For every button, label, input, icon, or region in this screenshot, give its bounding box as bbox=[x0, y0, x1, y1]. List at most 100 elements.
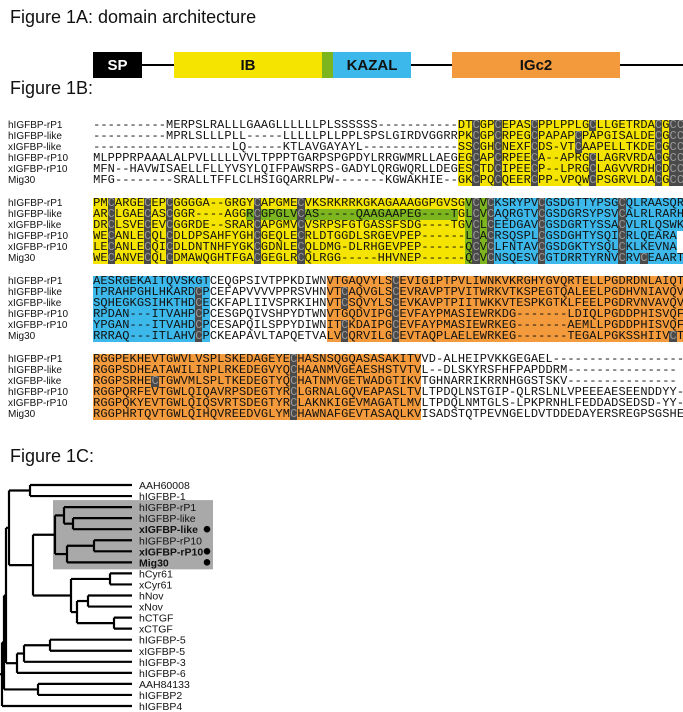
tree-leaf-label: hIGFBP-like bbox=[139, 513, 196, 525]
tree-leaf-label: xCyr61 bbox=[139, 579, 172, 591]
tree-leaf-label: hIGFBP4 bbox=[139, 701, 182, 712]
sequence-name: xIGFBP-like bbox=[8, 220, 62, 231]
sequence-name: xIGFBP-rP10 bbox=[8, 320, 68, 331]
sequence-name: hIGFBP-rP1 bbox=[8, 198, 63, 209]
alignment-block: hIGFBP-rP1 PMCARGECEPCGGGGA--GRGYCAPGMECV… bbox=[0, 196, 683, 265]
sequence-text: MLPPPRPAAALALPVLLLLLVVLTPPPTGARPSPGPDYLR… bbox=[93, 151, 683, 165]
sequence-name: xIGFBP-like bbox=[8, 376, 62, 387]
sequence-name: hIGFBP-like bbox=[8, 209, 62, 220]
marker-dot-icon bbox=[203, 525, 211, 533]
linker-line bbox=[142, 64, 174, 66]
domain-igc2: IGc2 bbox=[452, 52, 620, 78]
sequence-text: RGGPQKYEVTGWLQIQSVRTSDEGTYRCLAKNKIGEVMAG… bbox=[93, 396, 683, 410]
sequence-text: ----------MPRLSLLLPLL-----LLLLLPLLPPLSPS… bbox=[93, 129, 683, 143]
sequence-text: RGGPQRFEVTGWLQIQAVRPSDEGTYRCLGRNALGQVEAP… bbox=[93, 385, 683, 399]
sequence-name: Mig30 bbox=[8, 331, 36, 342]
sequence-name: Mig30 bbox=[8, 253, 36, 264]
tree-leaf-label: hIGFBP-6 bbox=[139, 668, 186, 680]
alignment-row: hIGFBP-rP1 ----------MERPSLRALLLGAAGLLLLL… bbox=[0, 118, 683, 132]
tree-leaf-label: hIGFBP-1 bbox=[139, 491, 186, 503]
alignment-row: hIGFBP-like ARCLGAECASCGGR----AGGRCGPGLVC… bbox=[0, 207, 683, 221]
sequence-name: Mig30 bbox=[8, 175, 36, 186]
domain-sp: SP bbox=[93, 52, 142, 78]
sequence-name: hIGFBP-like bbox=[8, 131, 62, 142]
tree-leaf-label: hNov bbox=[139, 591, 164, 603]
alignment-row: Mig30 RGGPHRTQVTGWLQIHQVREEDVGLYMCHAWNAFG… bbox=[0, 407, 683, 421]
sequence-name: hIGFBP-rP1 bbox=[8, 276, 63, 287]
alignment-row: xIGFBP-like-------------------LQ-----KTL… bbox=[0, 140, 683, 154]
alignment-row: xIGFBP-rP10 RGGPQKYEVTGWLQIQSVRTSDEGTYRCL… bbox=[0, 396, 683, 410]
sequence-name: xIGFBP-rP10 bbox=[8, 164, 68, 175]
sequence-text: LECANLECQICDLDNTNHFYGKCGDNLECQLDMG-DLRHG… bbox=[93, 240, 677, 254]
linker-line bbox=[620, 64, 683, 66]
alignment-row: xIGFBP-like RGGPSRHECTGWVMLSPLTKEDEGTYQCH… bbox=[0, 374, 683, 388]
alignment-row: hIGFBP-rP10 RPDAN---ITVAHPCPCESGPQIVSHPYD… bbox=[0, 307, 683, 321]
tree-leaf-label: AAH84133 bbox=[139, 679, 190, 691]
sequence-name: hIGFBP-rP1 bbox=[8, 120, 63, 131]
sequence-name: hIGFBP-like bbox=[8, 365, 62, 376]
figure-1a-title: Figure 1A: domain architecture bbox=[10, 7, 257, 27]
tree-leaf-label: hCyr61 bbox=[139, 568, 173, 580]
alignment-row: Mig30 RRRAQ---ITLAHVCPCKEAPAVLTAPQETVALVC… bbox=[0, 329, 683, 343]
sequence-name: hIGFBP-like bbox=[8, 287, 62, 298]
figure-1c-title: Figure 1C: bbox=[10, 446, 95, 466]
sequence-name: hIGFBP-rP1 bbox=[8, 354, 63, 365]
sequence-name: hIGFBP-rP10 bbox=[8, 309, 69, 320]
sequence-text: TPRAHPGHLHKARDCPCEFAPVVVVPPRSVHNVTCAQVGL… bbox=[93, 285, 683, 299]
alignment-row: Mig30 MFG--------SRALLTFFLCLHSIGQARRLPW--… bbox=[0, 173, 683, 187]
sequence-text: -------------------LQ-----KTLAVGAYAYL---… bbox=[93, 140, 683, 154]
sequence-name: xIGFBP-rP10 bbox=[8, 242, 68, 253]
sequence-text: ARCLGAECASCGGR----AGGRCGPGLVCAS-----QAAG… bbox=[93, 207, 683, 221]
sequence-text: ----------MERPSLRALLLGAAGLLLLLLPLSSSSSS-… bbox=[93, 118, 683, 132]
sequence-name: hIGFBP-rP10 bbox=[8, 153, 69, 164]
tree-leaf-label: hIGFBP2 bbox=[139, 690, 182, 702]
sequence-text: RGGPEKHEVTGWVLVSPLSKEDAGEYECHASNSQGQASAS… bbox=[93, 352, 683, 366]
alignment-block: hIGFBP-rP1 ----------MERPSLRALLLGAAGLLLLL… bbox=[0, 118, 683, 187]
sequence-text: PMCARGECEPCGGGGA--GRGYCAPGMECVKSRKRRKGKA… bbox=[93, 196, 683, 210]
sequence-text: DRCLSVECEVCGGRDE--SRARCAPGMVCVSRPSFGTGAS… bbox=[93, 218, 683, 232]
tree-leaf-label: xNov bbox=[139, 602, 164, 614]
alignment-row: hIGFBP-rP1 RGGPEKHEVTGWVLVSPLSKEDAGEYECHA… bbox=[0, 352, 683, 366]
marker-dot-icon bbox=[203, 548, 211, 555]
domain-linker-green bbox=[322, 52, 333, 78]
figure-1b-title: Figure 1B: bbox=[10, 78, 94, 98]
sequence-text: RPDAN---ITVAHPCPCESGPQIVSHPYDTWNVTGQDVIP… bbox=[93, 307, 683, 321]
domain-kazal: KAZAL bbox=[333, 52, 411, 78]
marker-dot-icon bbox=[203, 559, 211, 566]
alignment-row: hIGFBP-like TPRAHPGHLHKARDCPCEFAPVVVVPPRS… bbox=[0, 285, 683, 299]
sequence-name: xIGFBP-like bbox=[8, 298, 62, 309]
sequence-text: RGGPHRTQVTGWLQIHQVREEDVGLYMCHAWNAFGEVTAS… bbox=[93, 407, 683, 421]
tree-leaf-label: xIGFBP-like bbox=[139, 524, 198, 536]
tree-leaf-label: xIGFBP-rP10 bbox=[139, 546, 203, 558]
alignment-row: hIGFBP-like ----------MPRLSLLLPLL-----LLL… bbox=[0, 129, 683, 143]
alignment-row: hIGFBP-rP10 MLPPPRPAAALALPVLLLLLVVLTPPPTG… bbox=[0, 151, 683, 165]
sequence-text: SQHEGKGSIHKTHDCECKFAPLIIVSPRKIHNVTCSQVYL… bbox=[93, 296, 683, 310]
linker-line bbox=[411, 64, 452, 66]
sequence-text: WECANLECQLCDLDPSAHFYGHCGEQLECRLDTGGDLSRG… bbox=[93, 229, 677, 243]
sequence-name: Mig30 bbox=[8, 409, 36, 420]
alignment-row: hIGFBP-rP1 AESRGEKAITQVSKGTCEQGPSIVTPPKDI… bbox=[0, 274, 683, 288]
alignment-row: Mig30 WECANVECQLCDMAWQGHTFGACGEGLRCQLRGG-… bbox=[0, 251, 683, 265]
tree-leaf-label: Mig30 bbox=[139, 557, 169, 569]
tree-leaf-label: hIGFBP-3 bbox=[139, 657, 186, 669]
sequence-text: MFG--------SRALLTFFLCLHSIGQARRLPW-------… bbox=[93, 173, 683, 187]
domain-ib: IB bbox=[174, 52, 322, 78]
sequence-text: AESRGEKAITQVSKGTCEQGPSIVTPPKDIWNVTGAQVYL… bbox=[93, 274, 683, 288]
tree-leaf-label: xCTGF bbox=[139, 624, 173, 636]
sequence-text: WECANVECQLCDMAWQGHTFGACGEGLRCQLRGG-----H… bbox=[93, 251, 683, 265]
sequence-text: RRRAQ---ITLAHVCPCKEAPAVLTAPQETVALVCQRVIL… bbox=[93, 329, 683, 343]
sequence-name: xIGFBP-rP10 bbox=[8, 398, 68, 409]
alignment-row: xIGFBP-like SQHEGKGSIHKTHDCECKFAPLIIVSPRK… bbox=[0, 296, 683, 310]
alignment-row: xIGFBP-rP10 LECANLECQICDLDNTNHFYGKCGDNLEC… bbox=[0, 240, 683, 254]
tree-leaf-label: hIGFBP-5 bbox=[139, 635, 186, 647]
sequence-text: RGGPSRHECTGWVMLSPLTKEDEGTYQCHATNMVGETWAD… bbox=[93, 374, 677, 388]
tree-leaf-label: AAH60008 bbox=[139, 480, 190, 492]
tree-leaf-label: xIGFBP-5 bbox=[139, 646, 185, 658]
alignment-block: hIGFBP-rP1 RGGPEKHEVTGWVLVSPLSKEDAGEYECHA… bbox=[0, 352, 683, 421]
alignment-row: hIGFBP-rP1 PMCARGECEPCGGGGA--GRGYCAPGMECV… bbox=[0, 196, 683, 210]
